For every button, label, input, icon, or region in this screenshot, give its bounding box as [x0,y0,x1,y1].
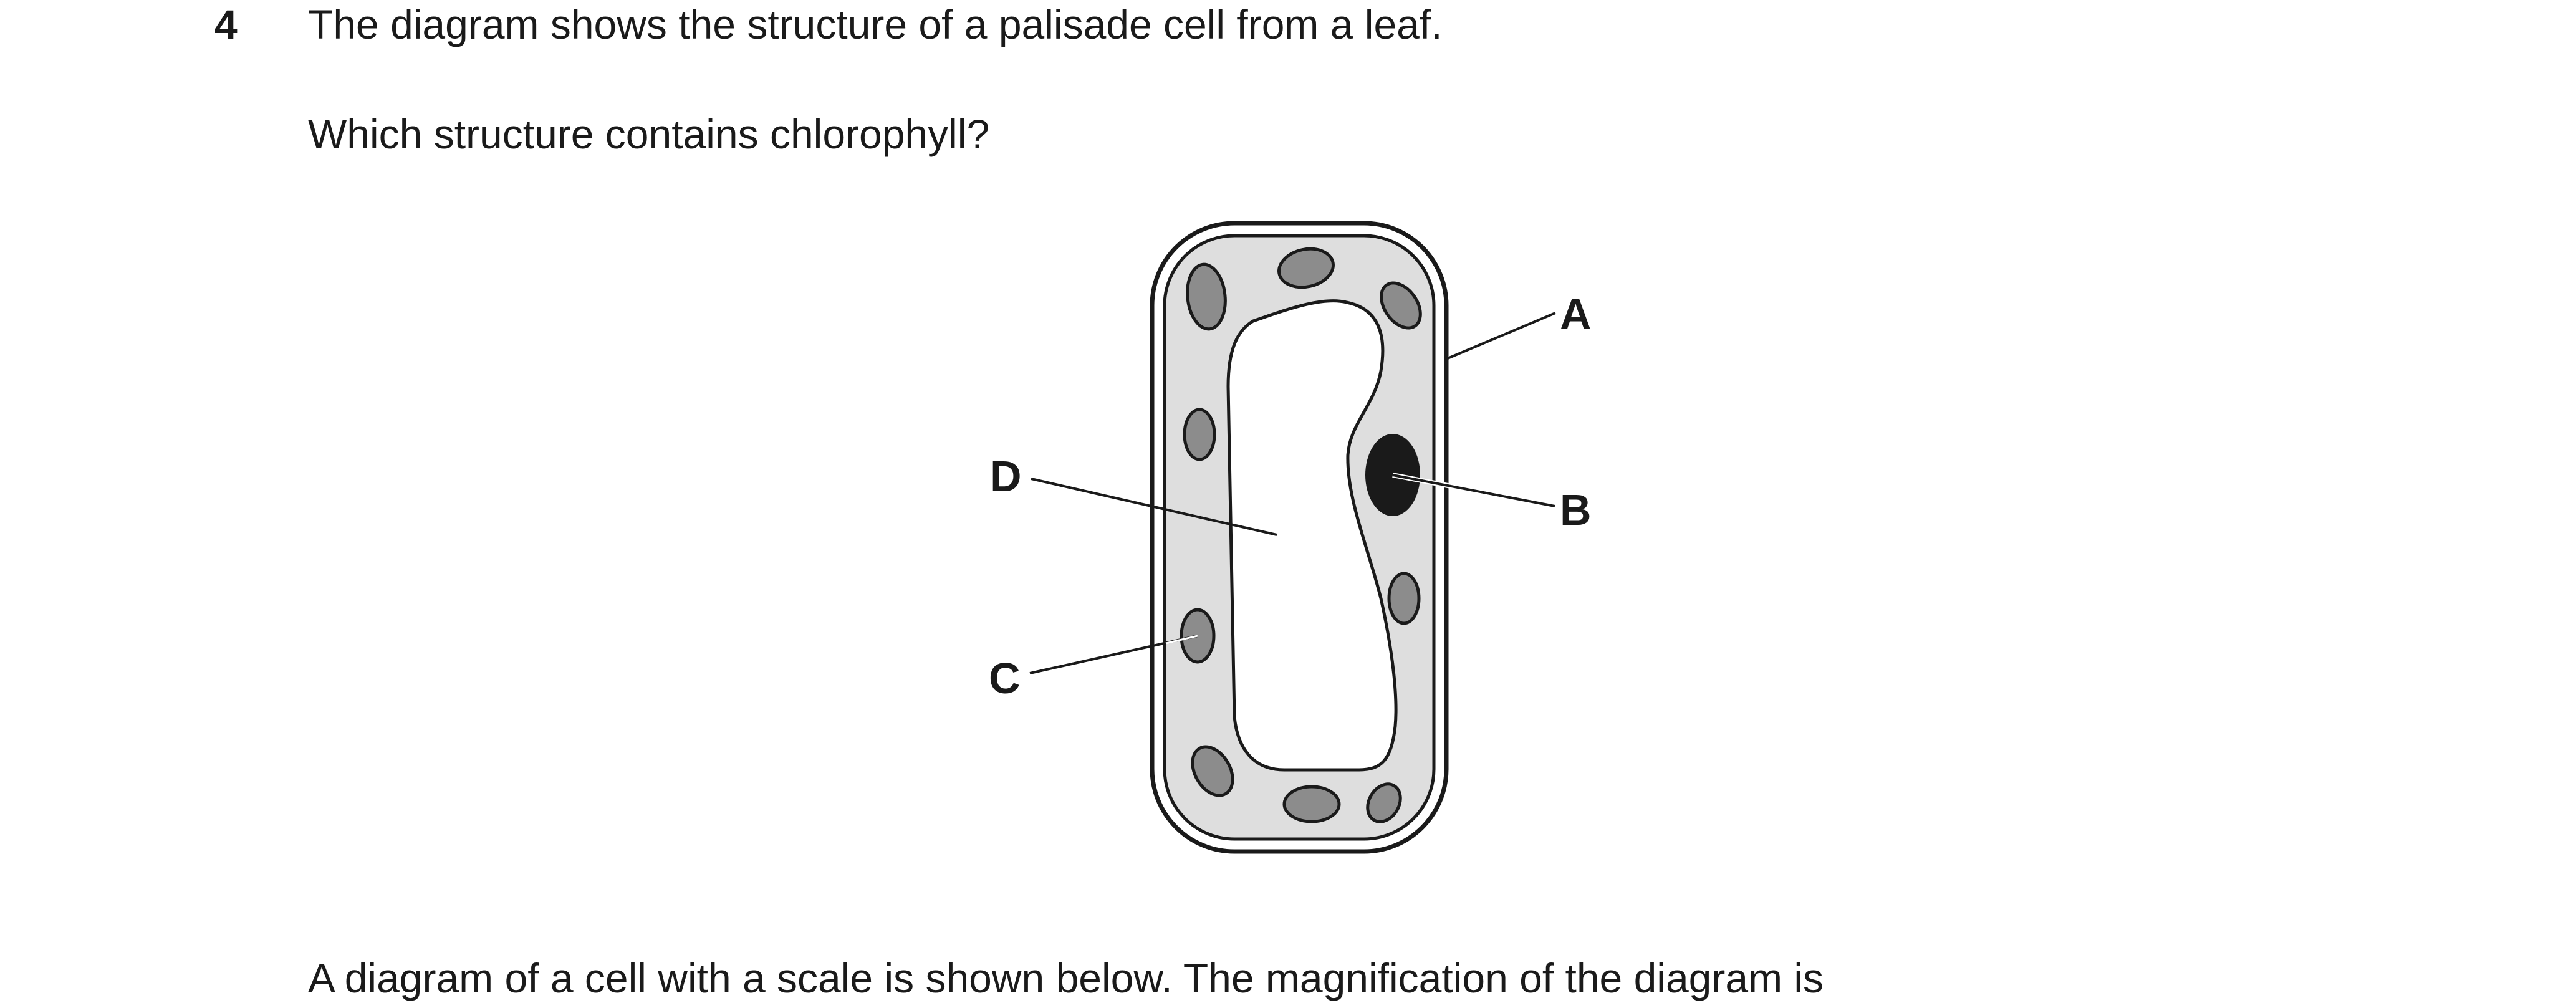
chloroplast [1186,262,1227,331]
leader-line-d [1031,478,1277,536]
leader-line-c-inner [1165,635,1198,645]
question-number: 4 [214,1,238,47]
next-question-partial-text: A diagram of a cell with a scale is show… [308,955,1824,1001]
chloroplast [1277,247,1335,289]
chloroplast [1191,745,1234,797]
label-d: D [990,452,1022,501]
leader-line-a [1447,312,1556,360]
label-a: A [1560,290,1592,338]
chloroplast [1282,785,1341,823]
label-b: B [1560,486,1592,534]
question-prompt: Which structure contains chlorophyll? [308,111,990,157]
label-c: C [989,654,1021,703]
chloroplast [1183,408,1216,461]
leader-line-b [1392,474,1555,507]
chloroplast [1366,782,1402,823]
chloroplast [1387,572,1421,625]
vacuole [1226,299,1398,772]
chloroplast [1380,281,1422,330]
palisade-cell-diagram: A B C D [989,221,1592,854]
question-stem: The diagram shows the structure of a pal… [308,1,1443,47]
